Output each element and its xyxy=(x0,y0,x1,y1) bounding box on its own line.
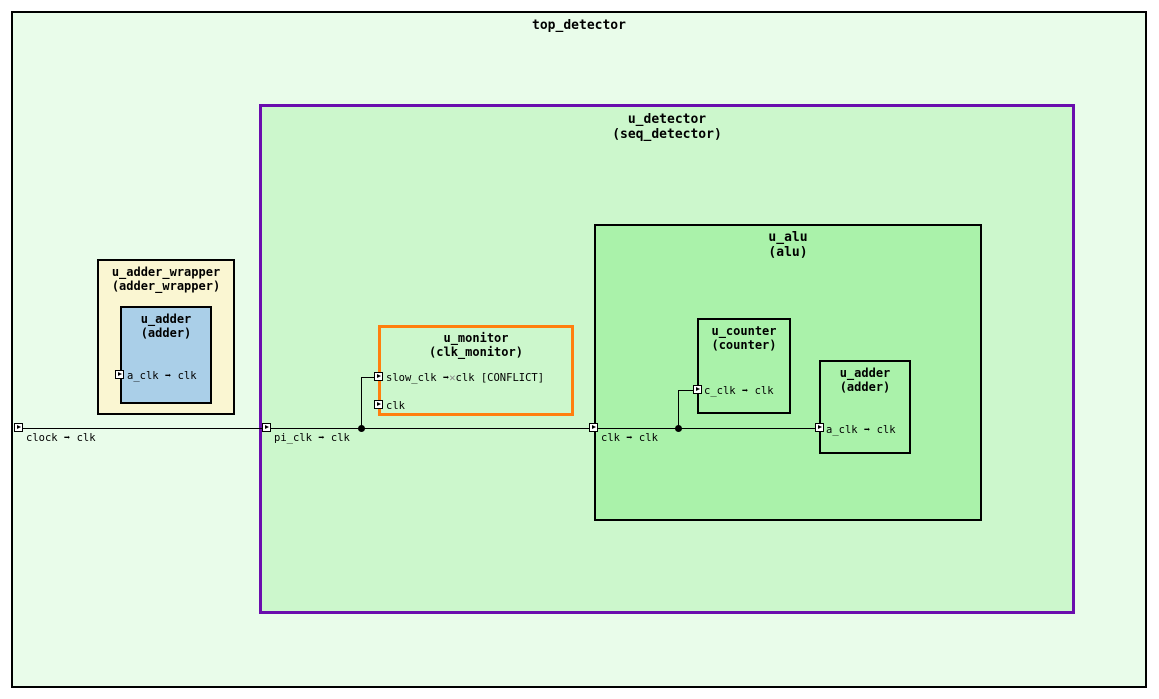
u-counter-title: u_counter (counter) xyxy=(699,324,789,352)
port-marker-top-clock[interactable] xyxy=(14,423,23,432)
module-u-counter[interactable]: u_counter (counter) xyxy=(697,318,791,414)
clock-bus-detector-to-alu xyxy=(266,428,600,429)
branch-wire-to-monitor-horizontal xyxy=(361,377,379,378)
clock-bus-top-to-detector xyxy=(18,428,264,429)
u-counter-instance-label: u_counter xyxy=(711,324,777,338)
monitor-slow-clk-target: clk [CONFLICT] xyxy=(455,372,545,384)
alu-u-adder-title: u_adder (adder) xyxy=(821,366,909,394)
port-marker-counter-clk[interactable] xyxy=(693,385,702,394)
module-u-monitor[interactable]: u_monitor (clk_monitor) xyxy=(378,325,574,416)
net-label-alu-adder-clk: a_clk ➡ clk xyxy=(826,424,896,436)
branch-wire-to-monitor xyxy=(361,377,362,429)
port-marker-alu-adder-clk[interactable] xyxy=(815,423,824,432)
port-marker-detector-clk[interactable] xyxy=(262,423,271,432)
net-label-monitor-clk: clk xyxy=(386,400,405,412)
u-alu-instance-label: u_alu xyxy=(768,230,808,245)
port-marker-monitor-clk[interactable] xyxy=(374,400,383,409)
u-adder-wrapper-title: u_adder_wrapper (adder_wrapper) xyxy=(99,265,233,293)
u-counter-type-label: (counter) xyxy=(711,338,777,353)
u-detector-type-label: (seq_detector) xyxy=(612,127,722,143)
u-monitor-instance-label: u_monitor xyxy=(443,331,509,345)
module-wrapper-u-adder[interactable]: u_adder (adder) xyxy=(120,306,212,404)
branch-wire-to-counter-horizontal xyxy=(678,390,698,391)
u-adder-wrapper-instance-label: u_adder_wrapper xyxy=(111,265,221,279)
net-label-detector-clk: pi_clk ➡ clk xyxy=(274,432,350,444)
top-detector-instance-label: top_detector xyxy=(532,18,626,33)
conflict-x-icon: ✕ xyxy=(449,372,456,384)
port-marker-alu-clk[interactable] xyxy=(589,423,598,432)
top-detector-title: top_detector xyxy=(13,18,1145,33)
port-marker-monitor-slow-clk[interactable] xyxy=(374,372,383,381)
u-alu-title: u_alu (alu) xyxy=(596,230,980,261)
alu-u-adder-instance-label: u_adder xyxy=(839,366,891,380)
u-alu-type-label: (alu) xyxy=(768,245,808,261)
u-detector-title: u_detector (seq_detector) xyxy=(262,112,1072,143)
wrapper-u-adder-instance-label: u_adder xyxy=(140,312,192,326)
u-monitor-type-label: (clk_monitor) xyxy=(429,345,523,360)
net-label-counter-clk: c_clk ➡ clk xyxy=(704,385,774,397)
u-adder-wrapper-type-label: (adder_wrapper) xyxy=(111,279,221,294)
module-alu-u-adder[interactable]: u_adder (adder) xyxy=(819,360,911,454)
net-label-top-clock: clock ➡ clk xyxy=(26,432,96,444)
junction-dot-monitor xyxy=(357,424,365,432)
branch-wire-to-counter xyxy=(678,390,679,429)
u-monitor-title: u_monitor (clk_monitor) xyxy=(381,331,571,359)
port-marker-wrapper-adder-clk[interactable] xyxy=(115,370,124,379)
clock-bus-alu-to-adder xyxy=(600,428,820,429)
junction-dot-counter xyxy=(674,424,682,432)
net-label-wrapper-adder-clk: a_clk ➡ clk xyxy=(127,370,197,382)
alu-u-adder-type-label: (adder) xyxy=(839,380,891,395)
wrapper-u-adder-title: u_adder (adder) xyxy=(122,312,210,340)
wrapper-u-adder-type-label: (adder) xyxy=(140,326,192,341)
net-label-alu-clk: clk ➡ clk xyxy=(601,432,658,444)
monitor-slow-clk-source: slow_clk ➡ xyxy=(386,372,450,384)
u-detector-instance-label: u_detector xyxy=(627,112,707,127)
net-label-monitor-slow-clk: slow_clk ➡✕clk [CONFLICT] xyxy=(386,373,544,384)
